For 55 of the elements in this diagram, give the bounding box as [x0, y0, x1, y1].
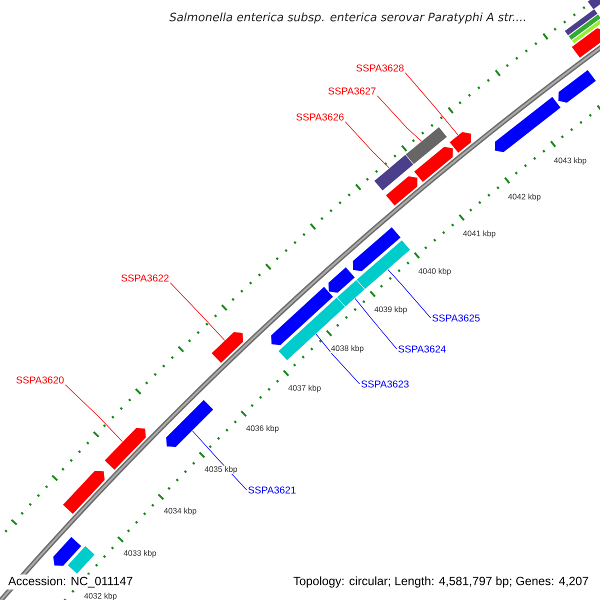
gene-feature [270, 286, 334, 346]
gene-feature [211, 332, 244, 364]
scale-label: 4040 kbp [418, 267, 452, 276]
gene-label: SSPA3627 [328, 87, 376, 95]
gene-feature [571, 28, 600, 58]
gene-label: SSPA3624 [398, 345, 446, 353]
gene-feature [414, 146, 454, 183]
scale-label: 4043 kbp [553, 156, 588, 166]
scale-label: 4038 kbp [330, 344, 364, 354]
leader-line [376, 95, 422, 142]
gene-feature [558, 69, 596, 104]
leader-line [170, 282, 225, 341]
gene-feature [62, 470, 106, 515]
gene-feature [328, 266, 356, 294]
gene-feature [374, 154, 414, 192]
leader-line [344, 121, 390, 168]
gene-feature [564, 8, 598, 36]
gene-feature [356, 240, 411, 290]
scale-label: 4039 kbp [374, 306, 408, 314]
gene-feature [385, 176, 418, 206]
gene-feature [52, 536, 82, 566]
gene-feature [67, 545, 96, 574]
gene-feature [336, 279, 366, 308]
gene-feature [166, 399, 214, 448]
leader-line [404, 72, 458, 136]
scale-label: 4032 kbp [84, 592, 118, 600]
scale-label: 4035 kbp [204, 466, 238, 474]
gene-label: SSPA3626 [296, 113, 344, 121]
genome-summary: Topology: circular; Length: 4,581,797 bp; Genes: 4,207 [291, 574, 591, 590]
gene-label: SSPA3621 [248, 486, 296, 494]
gene-label: SSPA3628 [356, 64, 404, 72]
scale-label: 4033 kbp [123, 549, 157, 558]
leader-line [316, 334, 360, 384]
leader-line [354, 298, 398, 350]
scale-label: 4036 kbp [246, 424, 280, 434]
gene-feature [449, 131, 472, 154]
gene-label: SSPA3623 [361, 380, 409, 388]
scale-label: 4034 kbp [163, 507, 198, 516]
leader-line [388, 269, 432, 318]
scale-label: 4041 kbp [462, 230, 496, 238]
gene-feature [104, 427, 146, 470]
gene-label: SSPA3622 [121, 274, 169, 282]
gene-feature [587, 0, 600, 10]
gene-feature [405, 126, 448, 165]
leader-line [64, 384, 123, 442]
gene-feature [494, 96, 562, 153]
gene-label: SSPA3625 [432, 314, 480, 322]
gene-feature [352, 226, 402, 272]
scale-label: 4037 kbp [288, 384, 322, 393]
gene-feature [568, 14, 600, 40]
title: Salmonella enterica subsp. enterica serovar Paratyphi A str.... [169, 12, 526, 24]
scale-label: 4042 kbp [507, 193, 542, 202]
gene-feature [571, 18, 600, 44]
accession-label: Accession: NC_011147 [6, 574, 135, 590]
gene-label: SSPA3620 [16, 376, 64, 384]
